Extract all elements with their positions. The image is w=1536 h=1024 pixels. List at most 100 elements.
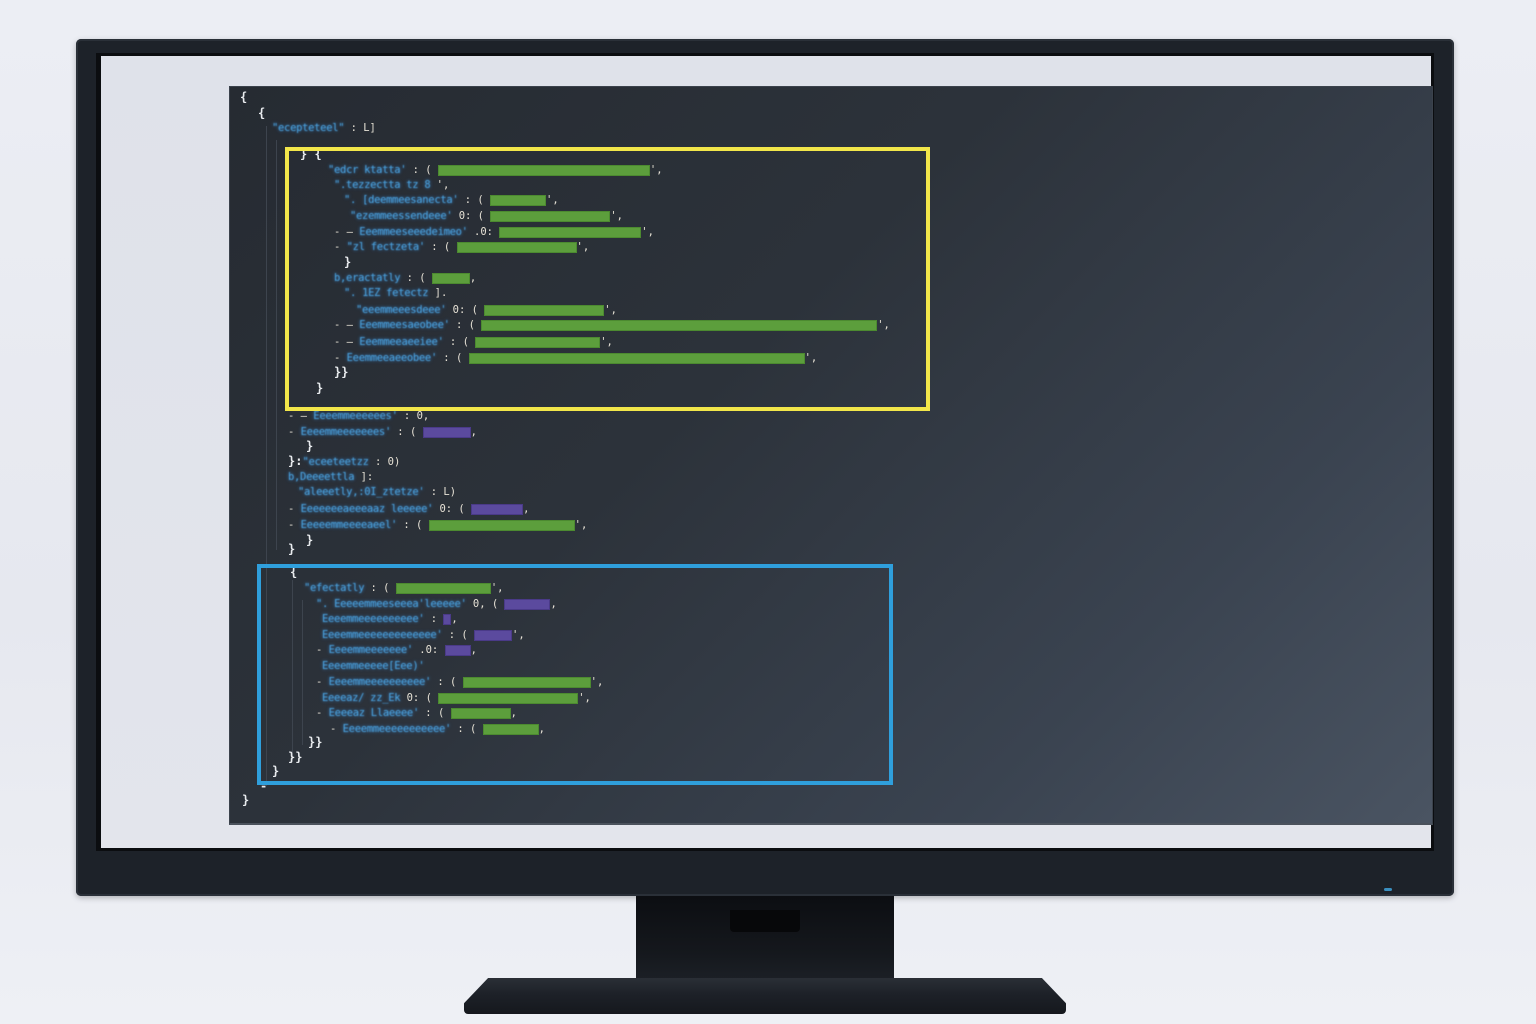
code-line: }:"eceeteetzz : 0)	[288, 454, 400, 468]
trailing-punctuation: ',	[512, 629, 525, 641]
json-key: ". [deemmeesanecta'	[344, 194, 459, 206]
json-key: Eeeemmeeeee[Eee)'	[322, 660, 425, 672]
json-key: "eceeteetzz	[302, 456, 369, 468]
redacted-value	[481, 319, 878, 331]
trailing-punctuation: ',	[649, 164, 663, 176]
code-line: b,eractatly : ( ,	[334, 271, 476, 285]
indent-marker: - —	[334, 319, 360, 331]
code-line: }}	[288, 750, 302, 764]
json-key: "ecepteteel"	[272, 122, 345, 134]
redacted-value	[482, 723, 539, 735]
yellow-highlight-box	[285, 147, 930, 411]
redacted-value	[471, 503, 524, 515]
code-line: Eeeeaz/ zz_Ek 0: ( ',	[322, 691, 591, 705]
trailing-punctuation: ',	[576, 241, 590, 253]
trailing-punctuation: ,	[510, 707, 517, 719]
trailing-punctuation: ',	[600, 336, 613, 348]
power-led-icon	[1384, 888, 1392, 891]
indent-marker: - —	[334, 226, 360, 238]
brace: }}	[334, 365, 349, 379]
json-key: Eeeemmeeeeeees'	[300, 426, 392, 438]
redacted-value	[443, 613, 452, 625]
redacted-value	[490, 194, 547, 206]
json-separator: 0: (	[433, 503, 472, 515]
trailing-punctuation: ,	[550, 598, 557, 610]
json-key: Eeeeeeeaeeeaaz leeeee'	[300, 503, 434, 515]
json-separator: ]:	[354, 471, 374, 483]
redacted-value	[395, 582, 491, 594]
brace: }	[288, 542, 296, 556]
json-key: ". 1EZ fetectz	[344, 287, 429, 299]
redacted-value	[444, 644, 471, 656]
json-key: Eeemmeesaeobee'	[359, 319, 450, 331]
json-key: "zl fectzeta'	[346, 241, 426, 253]
json-separator: .0:	[467, 226, 500, 238]
json-separator: ',	[430, 179, 450, 191]
json-key: Eeemmeeaeeiee'	[359, 336, 444, 348]
code-line: - Eeeeemmeeeeaeel' : ( ',	[288, 518, 587, 532]
redacted-value	[490, 210, 611, 222]
json-key: Eeemmeeseeedeimeo'	[359, 226, 468, 238]
json-separator: ].	[428, 287, 448, 299]
monitor-stand-base	[464, 978, 1066, 1014]
code-line: }}	[334, 365, 348, 379]
brace: }:	[288, 454, 303, 468]
indent-marker: - —	[288, 410, 314, 422]
redacted-value	[438, 692, 579, 704]
code-editor-panel[interactable]	[229, 86, 1433, 825]
code-line: - Eeeemmeeeeeee' .0: ,	[316, 643, 477, 657]
json-key: "edcr ktatta'	[328, 164, 407, 176]
json-separator: : 0)	[368, 456, 401, 468]
code-line: - — Eeeemmeeeeees' : 0,	[288, 409, 429, 423]
json-key: "eeemmeeesdeee'	[356, 304, 447, 316]
brace: -	[260, 779, 268, 793]
brace: {	[258, 106, 266, 120]
json-key: Eeeemmeeeeeeeeeeeee'	[322, 629, 443, 641]
code-line: - Eeeeeeeaeeeaaz leeeee' 0: ( ,	[288, 502, 529, 516]
code-line: }	[272, 764, 279, 778]
indent-marker: -	[288, 503, 301, 515]
brace: }}	[288, 750, 303, 764]
code-line: }	[288, 542, 295, 556]
json-separator: : (	[400, 272, 432, 284]
json-key: Eeeeaz Llaeeee'	[328, 707, 420, 719]
code-line: "edcr ktatta' : ( ',	[328, 163, 663, 177]
code-line: - Eeeeaz Llaeeee' : ( ,	[316, 706, 517, 720]
indent-marker: - —	[334, 336, 360, 348]
trailing-punctuation: ',	[877, 319, 890, 331]
brace: }	[272, 764, 280, 778]
json-separator: : (	[436, 352, 469, 364]
code-line: }	[242, 793, 249, 807]
code-line: - Eeeemmeeeeeeeeeee' : ( ,	[330, 722, 545, 736]
json-separator: 0: (	[400, 692, 439, 704]
json-separator: : (	[458, 194, 491, 206]
indent-marker: -	[288, 519, 301, 531]
json-key: Eeeemmeeeeeeeeee'	[322, 613, 425, 625]
trailing-punctuation: ',	[490, 582, 504, 594]
json-key: "aleeetly,:0I_ztetze'	[298, 486, 425, 498]
code-line: "ecepteteel" : L]	[272, 121, 376, 135]
json-key: "efectatly	[304, 582, 365, 594]
code-line: ". [deemmeesanecta' : ( ',	[344, 193, 559, 207]
json-key: Eeeemmeeeeees'	[313, 410, 398, 422]
indent-marker: -	[334, 241, 347, 253]
redacted-value	[474, 629, 513, 641]
code-line: "efectatly : ( ',	[304, 581, 503, 595]
code-line: - — Eeemmeeseeedeimeo' .0: ',	[334, 225, 654, 239]
code-line: -	[260, 779, 267, 793]
code-line: {	[290, 565, 297, 579]
json-key: Eeeeemmeeeeaeel'	[300, 519, 398, 531]
json-separator: : (	[449, 319, 482, 331]
trailing-punctuation: ',	[804, 352, 818, 364]
indent-marker: -	[316, 676, 329, 688]
code-line: - Eeemmeeaeeobee' : ( ',	[334, 351, 817, 365]
json-separator: :	[424, 613, 444, 625]
cable-port	[730, 910, 800, 932]
brace: }	[306, 439, 314, 453]
trailing-punctuation: ,	[523, 503, 530, 515]
json-key: "ezemmeessendeee'	[350, 210, 453, 222]
trailing-punctuation: ',	[610, 210, 623, 222]
code-line: "ezemmeessendeee' 0: ( ',	[350, 209, 623, 223]
brace: {	[240, 90, 248, 104]
json-key: Eeemmeeaeeobee'	[346, 352, 438, 364]
